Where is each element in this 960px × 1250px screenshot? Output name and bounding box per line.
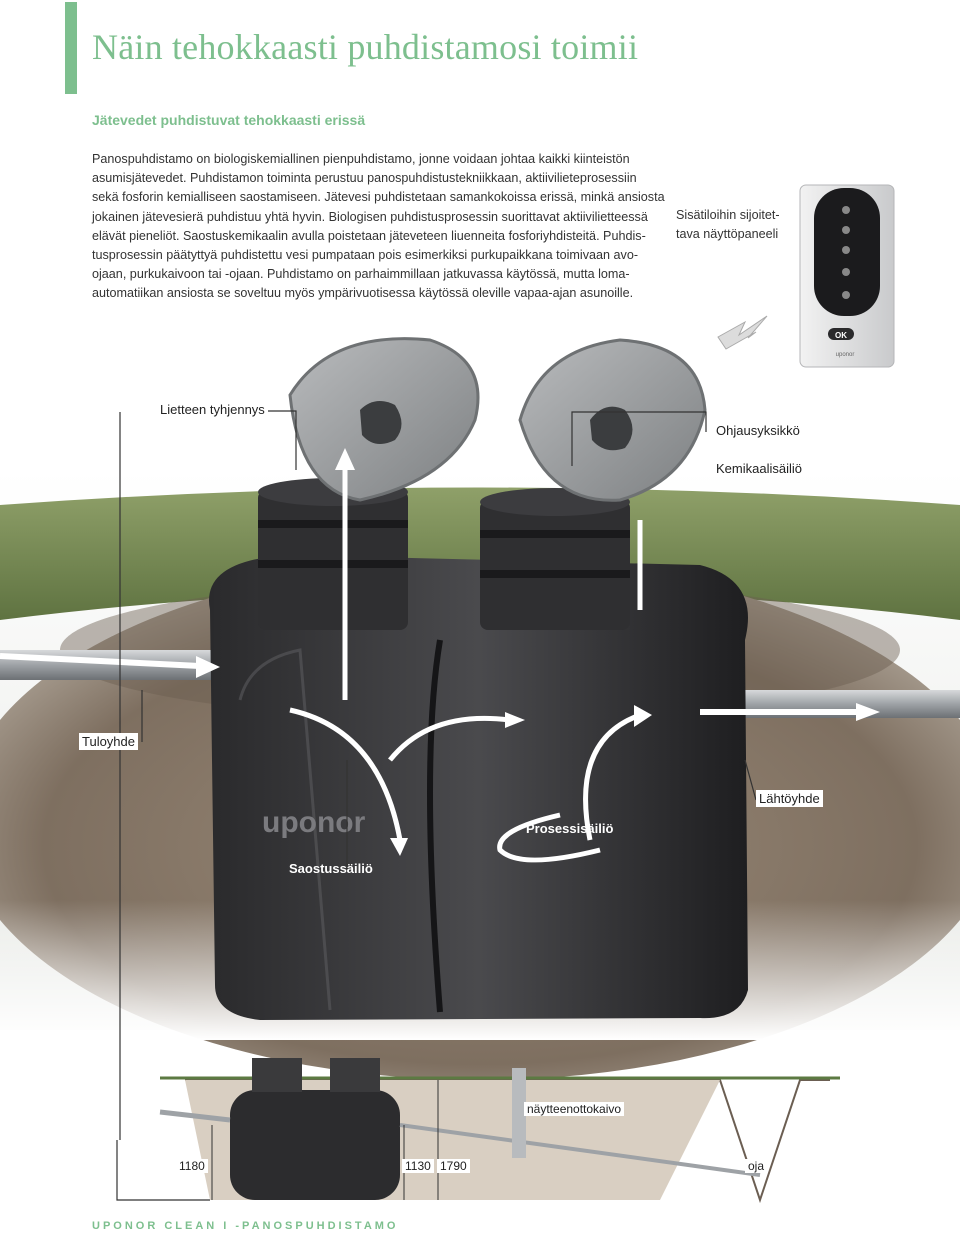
body-line: elävät pieneliöt. Saostuskemikaalin avul…: [92, 228, 646, 243]
right-lid-open: [518, 338, 707, 502]
inlet-label: Tuloyhde: [79, 733, 138, 750]
control-panel-device: OK uponor: [799, 184, 895, 368]
body-line: jokainen jätevesierä puhdistuu yhtä hyvi…: [92, 209, 648, 224]
section-subtitle: Jätevedet puhdistuvat tehokkaasti erissä: [92, 112, 366, 128]
dimension-right: 1790: [437, 1159, 470, 1173]
right-riser: [480, 488, 630, 630]
body-line: asumisjätevedet. Puhdistamon toiminta pe…: [92, 171, 637, 186]
panel-brand-label: uponor: [836, 352, 855, 358]
caption-line: Sisätiloihin sijoitet-: [676, 208, 780, 222]
wireless-signal-icon: [717, 315, 768, 350]
tank-brand-logo: uponor: [262, 806, 366, 839]
process-up-arrow: [583, 712, 641, 841]
arrow-heads: [196, 448, 880, 856]
transfer-flow-arrow: [388, 715, 511, 762]
process-loop-arrow: [497, 812, 601, 863]
body-line: automatiikan ansiosta se soveltuu myös y…: [92, 286, 634, 301]
title-accent-bar: [65, 2, 77, 94]
settling-tank-label: Saostussäiliö: [289, 861, 373, 876]
display-panel-caption: Sisätiloihin sijoitet- tava näyttöpaneel…: [676, 206, 796, 244]
intro-paragraph: Panospuhdistamo on biologiskemiallinen p…: [92, 150, 674, 304]
caption-line: tava näyttöpaneeli: [676, 227, 779, 242]
dimension-left: 1180: [176, 1159, 208, 1173]
leader-lines: [116, 410, 757, 1201]
body-line: tusprosessin päätyttyä puhdistettu vesi …: [92, 248, 639, 263]
cross-section-diagram: [159, 1058, 840, 1204]
sampling-well: [512, 1068, 526, 1158]
left-lid-open: [288, 337, 480, 502]
ok-button: [828, 328, 854, 340]
sludge-removal-label: Lietteen tyhjennys: [157, 401, 268, 418]
left-riser: [258, 478, 408, 630]
control-unit-label: Ohjausyksikkö: [713, 422, 803, 439]
chemical-tank-label: Kemikaalisäiliö: [713, 460, 805, 477]
outlet-label: Lähtöyhde: [756, 790, 823, 807]
settling-flow-arrow: [289, 707, 403, 841]
ditch-label: oja: [745, 1159, 768, 1173]
dimension-middle: 1130: [402, 1159, 434, 1173]
inlet-arrow: [0, 653, 201, 669]
process-tank-label: Prosessisäiliö: [526, 821, 614, 836]
page-title: Näin tehokkaasti puhdistamosi toimii: [92, 27, 639, 67]
body-line: sekä fosforin kemialliseen saostamiseen.…: [92, 190, 665, 205]
flow-arrows: [0, 470, 860, 863]
body-line: ojaan, purkukaivoon tai -ojaan. Puhdista…: [92, 267, 630, 282]
body-line: Panospuhdistamo on biologiskemiallinen p…: [92, 152, 630, 166]
footer-brand: UPONOR CLEAN I -PANOSPUHDISTAMO: [92, 1220, 399, 1232]
ok-button-label: OK: [835, 331, 847, 340]
sampling-well-label: näytteenottokaivo: [524, 1102, 625, 1116]
